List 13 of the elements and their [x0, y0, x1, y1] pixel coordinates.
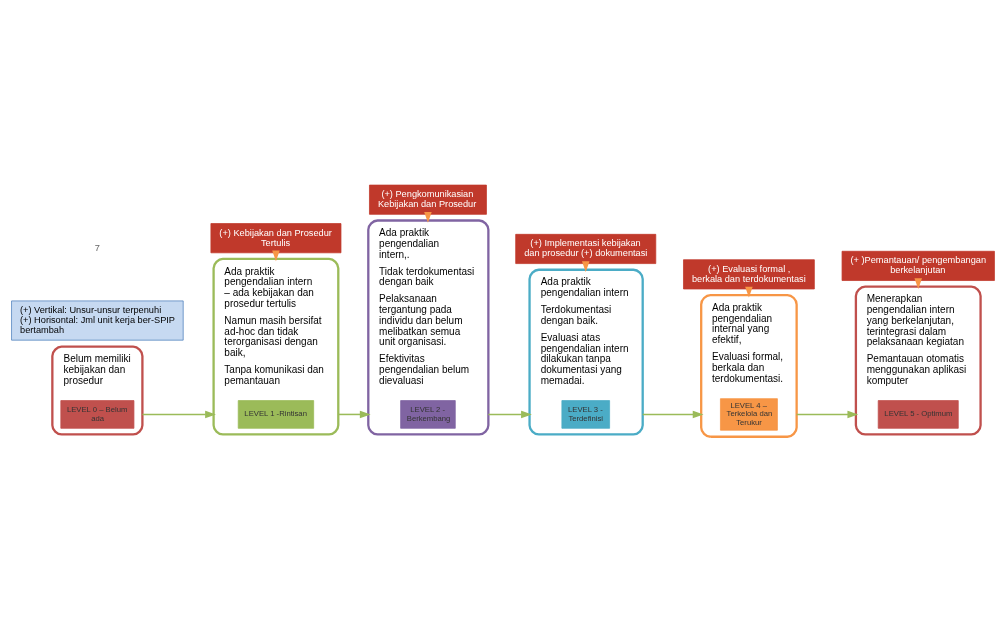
node-box: LEVEL 1 -Rintisan — [237, 400, 315, 429]
node-box: LEVEL 0 – Belum ada — [60, 400, 135, 429]
arrow — [641, 410, 704, 419]
node-box: LEVEL 2 - Berkembang — [400, 400, 456, 429]
arrow — [487, 410, 532, 419]
node-box: LEVEL 5 - Optimum — [877, 400, 959, 429]
arrow — [141, 410, 216, 419]
node-box: (+) Vertikal: Unsur-unsur terpenuhi (+) Horisontal: Jml unit kerja ber-SPIP bertambah — [11, 300, 184, 341]
arrow — [795, 410, 859, 419]
label: 7 — [94, 242, 100, 253]
node-box: LEVEL 3 - Terdefinisi — [561, 400, 610, 429]
node-box: LEVEL 4 – Terkelola dan Terukur — [720, 398, 778, 431]
arrow — [337, 410, 371, 419]
